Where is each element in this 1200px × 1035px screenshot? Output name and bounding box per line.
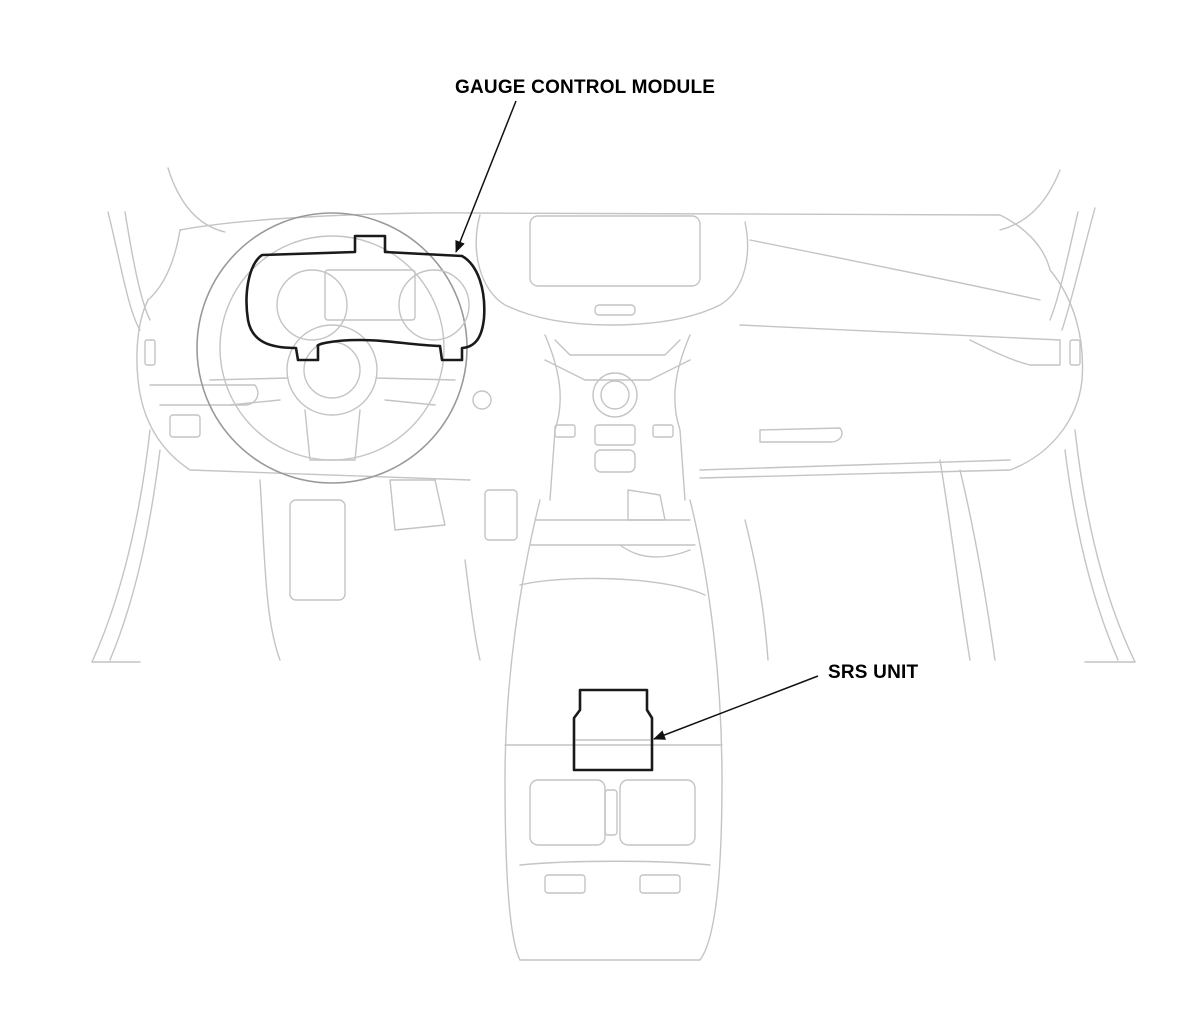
srs-unit-label: SRS UNIT [828, 662, 919, 683]
gauge-leader-line [455, 100, 517, 253]
srs-leader-line [653, 675, 819, 740]
gauge-control-module-label: GAUGE CONTROL MODULE [455, 77, 716, 98]
gauge-control-module [245, 234, 486, 362]
srs-unit [572, 688, 654, 772]
center-console [504, 489, 723, 961]
dashboard [136, 212, 1084, 481]
floor-and-pedals [259, 459, 996, 661]
center-stack [472, 334, 691, 501]
cabin-outline [91, 167, 1136, 663]
